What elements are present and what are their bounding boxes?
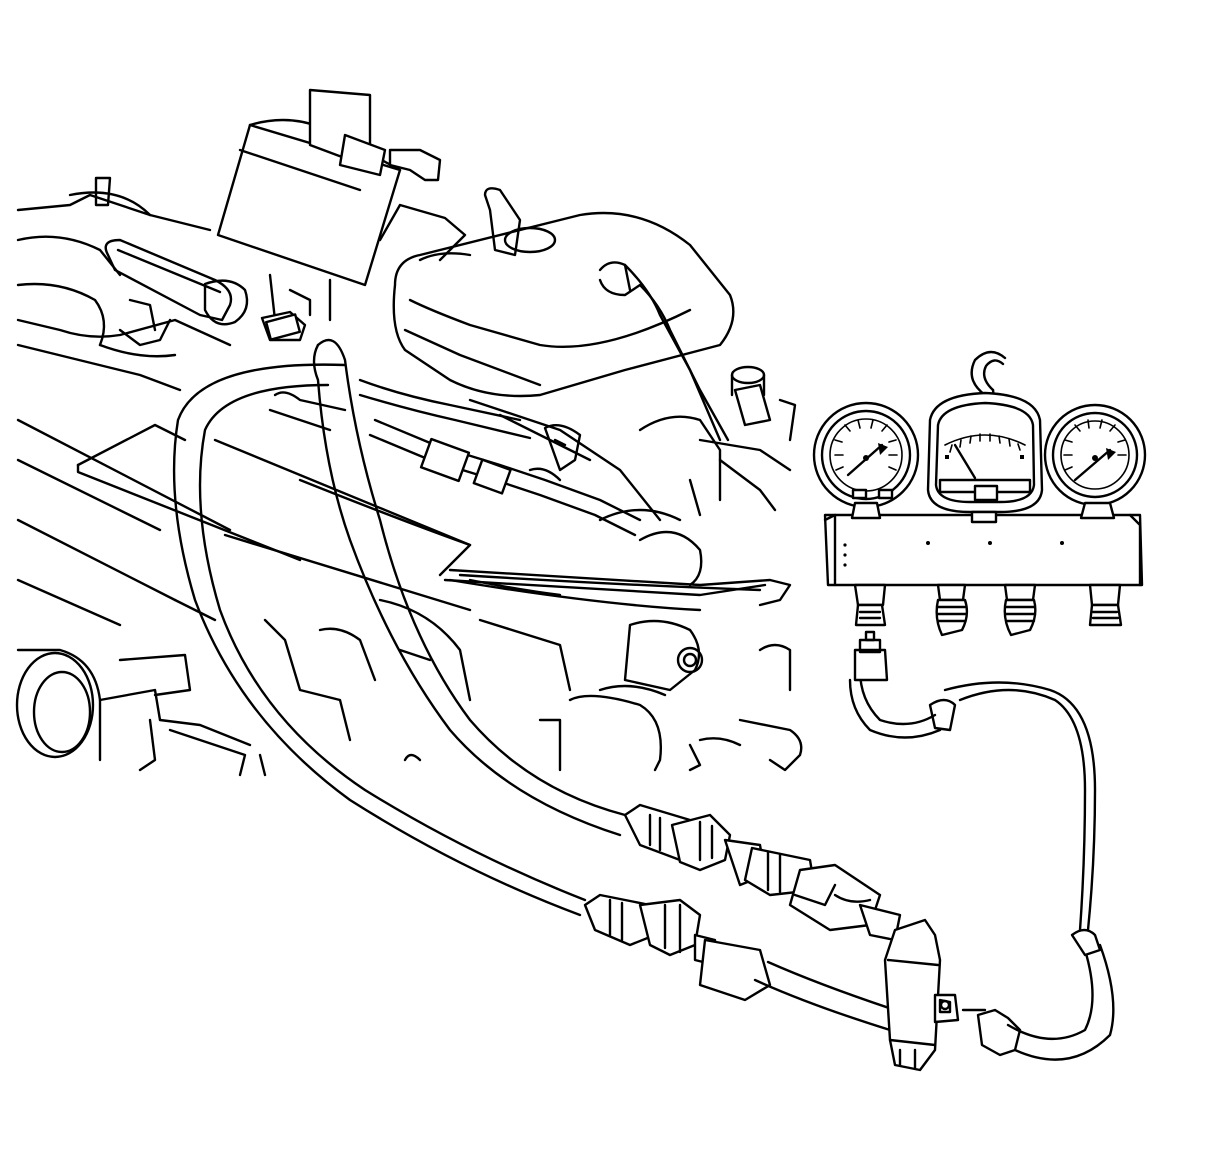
- inline-adapter-fittings: [623, 803, 902, 942]
- power-steering-reservoir: [216, 88, 735, 442]
- lower-inline-fittings: [583, 893, 897, 1032]
- manifold-hose-fitting-3: [1003, 583, 1037, 637]
- manifold-hose-fitting-4: [1088, 583, 1123, 627]
- left-pressure-gauge: [812, 401, 920, 520]
- manifold-hose-fitting-1: [853, 583, 887, 627]
- manifold-hose-fitting-2: [935, 583, 969, 637]
- center-analog-meter: [926, 391, 1044, 524]
- right-pressure-gauge: [1043, 403, 1147, 520]
- pressure-gauge-manifold: [812, 350, 1147, 637]
- test-hose: [848, 630, 1115, 1061]
- engine-assembly: [15, 176, 803, 777]
- pressure-hose: [172, 363, 587, 917]
- return-hose: [260, 310, 627, 837]
- tee-fitting: [883, 918, 960, 1072]
